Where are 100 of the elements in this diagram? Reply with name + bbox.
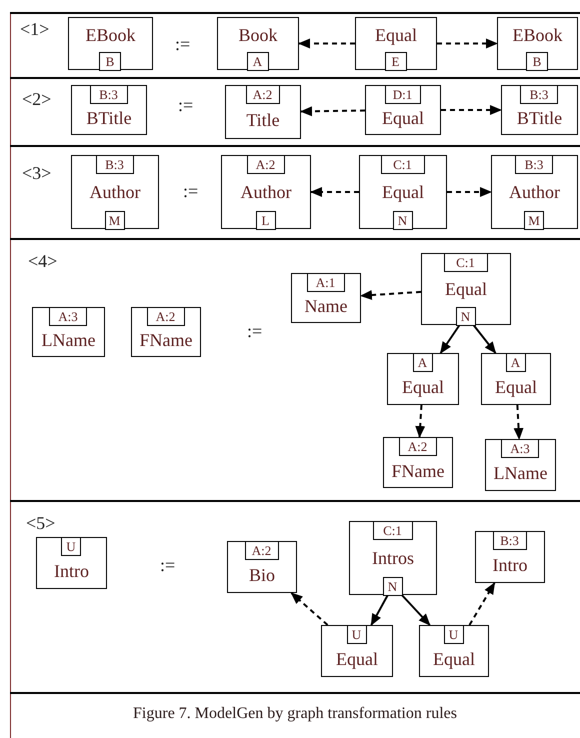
dashed-arrow <box>300 106 366 116</box>
dashed-arrow <box>468 582 496 626</box>
dashed-arrow <box>298 38 355 48</box>
model-box <box>383 437 453 488</box>
dashed-arrow <box>514 404 524 440</box>
model-box <box>221 155 311 229</box>
arrow <box>370 594 389 626</box>
model-box <box>36 537 107 589</box>
box-label: Equal <box>382 107 424 130</box>
model-box <box>365 85 441 135</box>
model-box <box>475 531 545 583</box>
dashed-arrow <box>441 105 502 115</box>
tag-label: U <box>444 624 464 644</box>
tag-label: B <box>526 52 548 70</box>
rule-number: <1> <box>20 18 50 40</box>
tag-label: B <box>99 52 121 70</box>
rule-number: <4> <box>28 250 58 272</box>
tag-label: A:2 <box>246 154 284 174</box>
model-box <box>349 521 437 595</box>
definition-symbol: := <box>178 94 194 116</box>
box-label: FName <box>392 460 444 482</box>
rule-number: <3> <box>22 162 52 184</box>
tag-label: N <box>456 306 476 326</box>
tag-label: A <box>506 352 526 372</box>
model-box <box>131 307 201 357</box>
model-box <box>481 353 551 405</box>
tag-label: A:2 <box>146 306 184 326</box>
tag-label: U <box>346 624 366 644</box>
box-label: Intro <box>492 554 528 577</box>
model-box <box>32 307 105 357</box>
tag-label: N <box>382 576 402 596</box>
rule-number: <2> <box>22 88 52 110</box>
arrow <box>401 594 431 626</box>
definition-symbol: := <box>160 554 176 576</box>
tag-label: A:3 <box>501 438 539 458</box>
box-label: LName <box>494 462 548 485</box>
tag-label: B:3 <box>90 84 128 104</box>
box-label: BTitle <box>516 107 562 130</box>
arrow <box>440 324 460 354</box>
tag-label: C:1 <box>444 252 488 272</box>
model-box <box>421 253 511 325</box>
tag-label: E <box>384 52 406 70</box>
tag-label: A <box>246 52 268 70</box>
model-box <box>71 85 147 135</box>
tag-label: A <box>412 352 432 372</box>
arrow <box>472 324 496 354</box>
tag-label: B:3 <box>515 154 553 174</box>
dashed-arrow <box>437 38 498 48</box>
box-label: Bio <box>248 564 275 587</box>
definition-symbol: := <box>183 180 198 202</box>
dashed-arrow <box>447 187 492 197</box>
tag-label: A:3 <box>49 306 87 326</box>
dashed-arrow <box>290 592 328 626</box>
box-label: BTitle <box>86 107 132 130</box>
tag-label: A:1 <box>306 272 344 292</box>
tag-label: A:2 <box>398 436 436 456</box>
box-label: Title <box>246 109 280 132</box>
box-label: Equal <box>402 376 444 399</box>
figure-caption: Figure 7. ModelGen by graph transformation rules <box>132 704 458 724</box>
tag-label: A:2 <box>246 84 280 104</box>
tag-label: B:3 <box>520 84 558 104</box>
model-box <box>321 625 393 677</box>
dashed-arrow <box>415 404 426 438</box>
dashed-arrow <box>310 187 359 197</box>
box-label: FName <box>140 329 192 352</box>
tag-label: U <box>61 536 81 556</box>
tag-label: N <box>392 210 412 230</box>
model-box <box>501 85 578 135</box>
box-label: Name <box>304 295 348 318</box>
box-label: Equal <box>495 376 537 399</box>
model-box <box>71 155 159 229</box>
box-label: Equal <box>433 648 475 671</box>
tag-label: B:3 <box>492 530 526 550</box>
tag-label: B:3 <box>96 154 134 174</box>
box-label: Author <box>240 180 292 204</box>
box-label: Equal <box>336 648 378 671</box>
tag-label: L <box>256 210 276 230</box>
model-box <box>419 625 489 677</box>
tag-label: M <box>104 210 124 230</box>
model-box <box>497 17 578 70</box>
model-box <box>227 541 297 593</box>
model-box <box>291 273 361 323</box>
box-label: EBook <box>512 24 562 46</box>
box-label: LName <box>42 329 96 352</box>
definition-symbol: := <box>247 320 262 342</box>
box-label: EBook <box>85 24 136 46</box>
box-label: Equal <box>382 180 424 204</box>
tag-label: C:1 <box>372 520 412 540</box>
tag-label: C:1 <box>380 154 424 174</box>
model-box <box>359 155 447 229</box>
definition-symbol: := <box>175 33 190 56</box>
rule-number: <5> <box>26 512 56 534</box>
model-box <box>217 17 299 70</box>
model-box <box>225 85 301 139</box>
tag-label: A:2 <box>244 540 278 560</box>
model-box <box>491 155 578 229</box>
box-label: Equal <box>445 278 487 300</box>
model-box <box>485 439 556 491</box>
model-box <box>387 353 459 405</box>
box-label: Intro <box>54 560 89 583</box>
